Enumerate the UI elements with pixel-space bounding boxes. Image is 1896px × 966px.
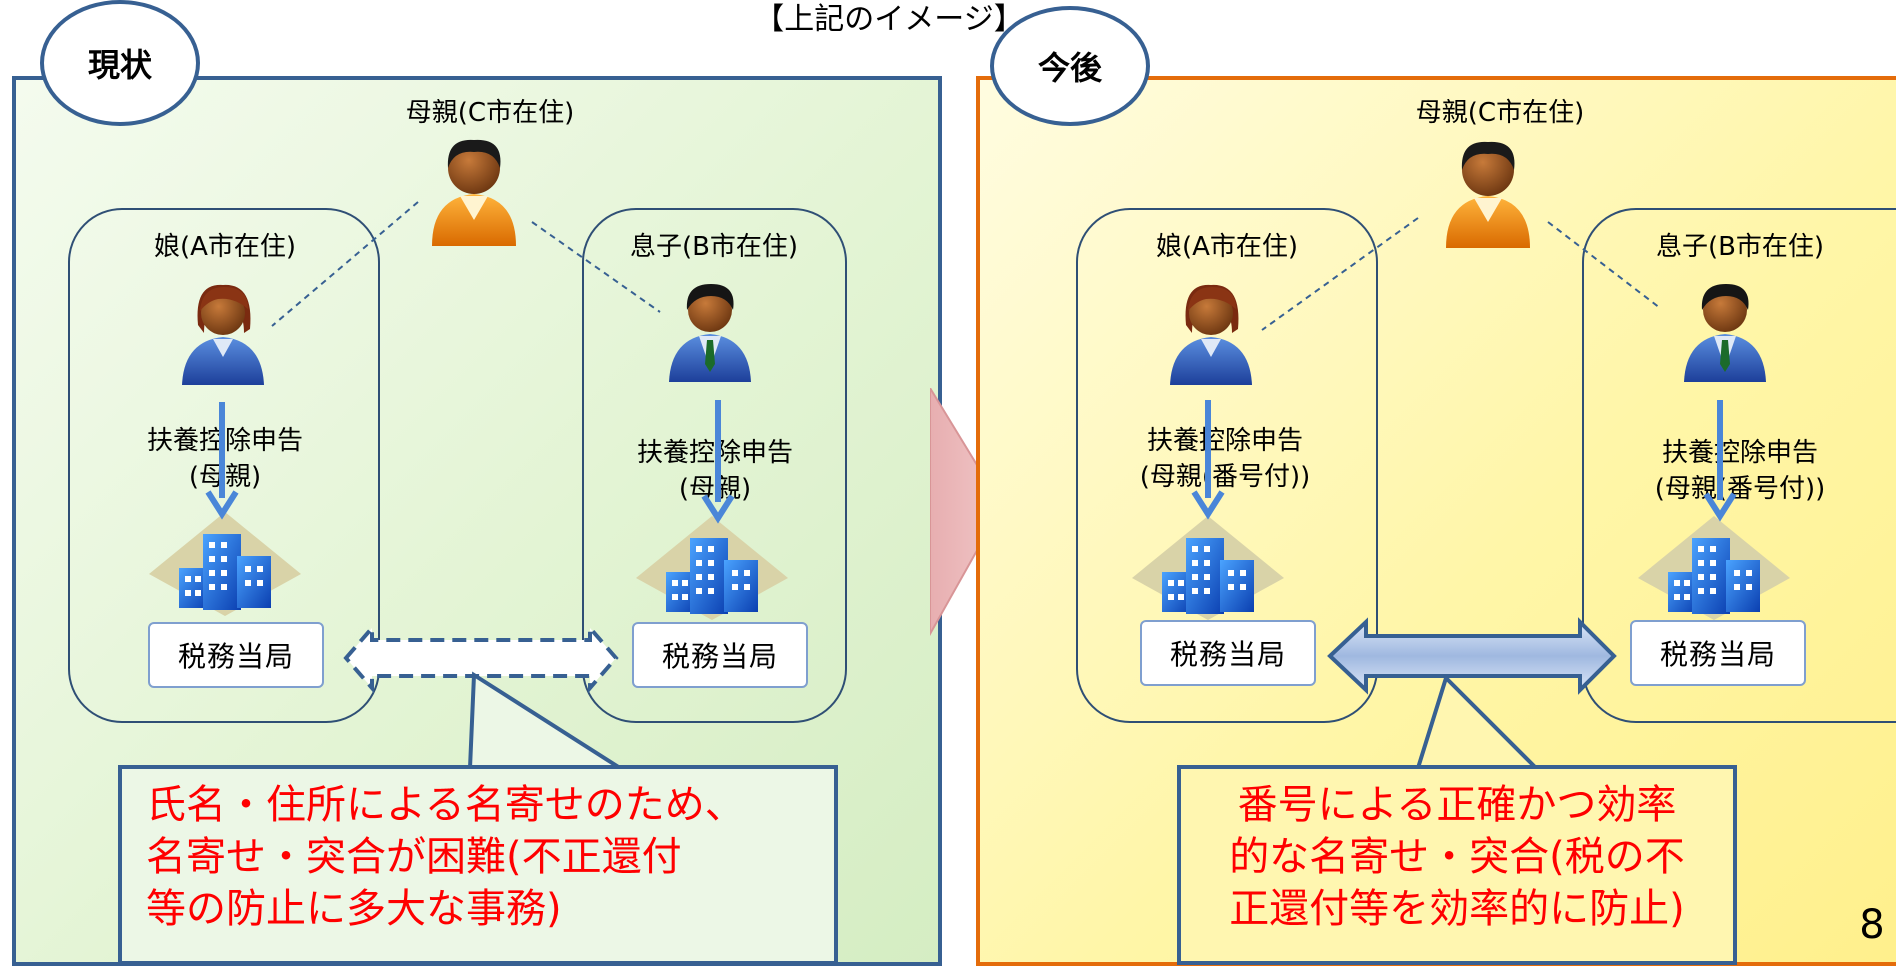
callout-line: 的な名寄せ・突合(税の不 [1229, 834, 1685, 880]
double-arrow-icon [343, 622, 619, 694]
transition-arrow-icon [930, 388, 1004, 637]
current-state-callout: 氏名・住所による名寄せのため、 名寄せ・突合が困難(不正還付 等の防止に多大な事… [118, 765, 838, 965]
office-building-icon [632, 512, 792, 624]
future-state-callout: 番号による正確かつ効率 的な名寄せ・突合(税の不 正還付等を効率的に防止) [1177, 765, 1737, 965]
son-filing-line2: (母親(番号付)) [1654, 474, 1826, 504]
daughter-group [1076, 208, 1378, 723]
daughter-label: 娘(A市在住) [153, 232, 297, 262]
daughter-filing-line2: (母親(番号付)) [1139, 462, 1311, 492]
callout-line: 正還付等を効率的に防止) [1229, 886, 1685, 932]
left-connectors [205, 201, 735, 770]
son-label: 息子(B市在住) [1655, 232, 1825, 262]
double-arrow-icon [1327, 617, 1617, 695]
son-group [582, 208, 847, 723]
tax-office-box: 税務当局 [1630, 620, 1806, 686]
daughter-label: 娘(A市在住) [1155, 232, 1299, 262]
page-header: 【上記のイメージ】 [754, 2, 1024, 37]
callout-line: 名寄せ・突合が困難(不正還付 [146, 834, 682, 880]
son-label: 息子(B市在住) [629, 232, 799, 262]
man-person-icon [665, 272, 755, 384]
daughter-filing-line1: 扶養控除申告 [1146, 426, 1303, 456]
callout-line: 番号による正確かつ効率 [1237, 782, 1677, 828]
tax-office-box: 税務当局 [1140, 620, 1316, 686]
tax-office-box: 税務当局 [148, 622, 324, 688]
callout-line: 等の防止に多大な事務) [146, 886, 562, 932]
son-group [1582, 208, 1896, 723]
woman-person-icon [178, 275, 268, 387]
man-person-icon [1680, 272, 1770, 384]
page-number: 8 [1859, 902, 1885, 948]
mother-label: 母親(C市在住) [405, 98, 575, 128]
son-filing-line2: (母親) [678, 474, 752, 504]
woman-person-icon [1166, 275, 1256, 387]
future-state-tag: 今後 [990, 6, 1150, 126]
daughter-group [68, 208, 380, 723]
son-filing-line1: 扶養控除申告 [1661, 438, 1818, 468]
tax-office-box: 税務当局 [632, 622, 808, 688]
mother-person-icon [1438, 130, 1538, 250]
office-building-icon [145, 508, 305, 620]
office-building-icon [1128, 512, 1288, 624]
current-state-tag: 現状 [40, 0, 200, 126]
office-building-icon [1634, 512, 1794, 624]
mother-label: 母親(C市在住) [1415, 98, 1585, 128]
callout-line: 氏名・住所による名寄せのため、 [146, 782, 745, 828]
mother-person-icon [424, 128, 524, 248]
son-filing-line1: 扶養控除申告 [636, 438, 793, 468]
right-connectors [1191, 217, 1737, 770]
